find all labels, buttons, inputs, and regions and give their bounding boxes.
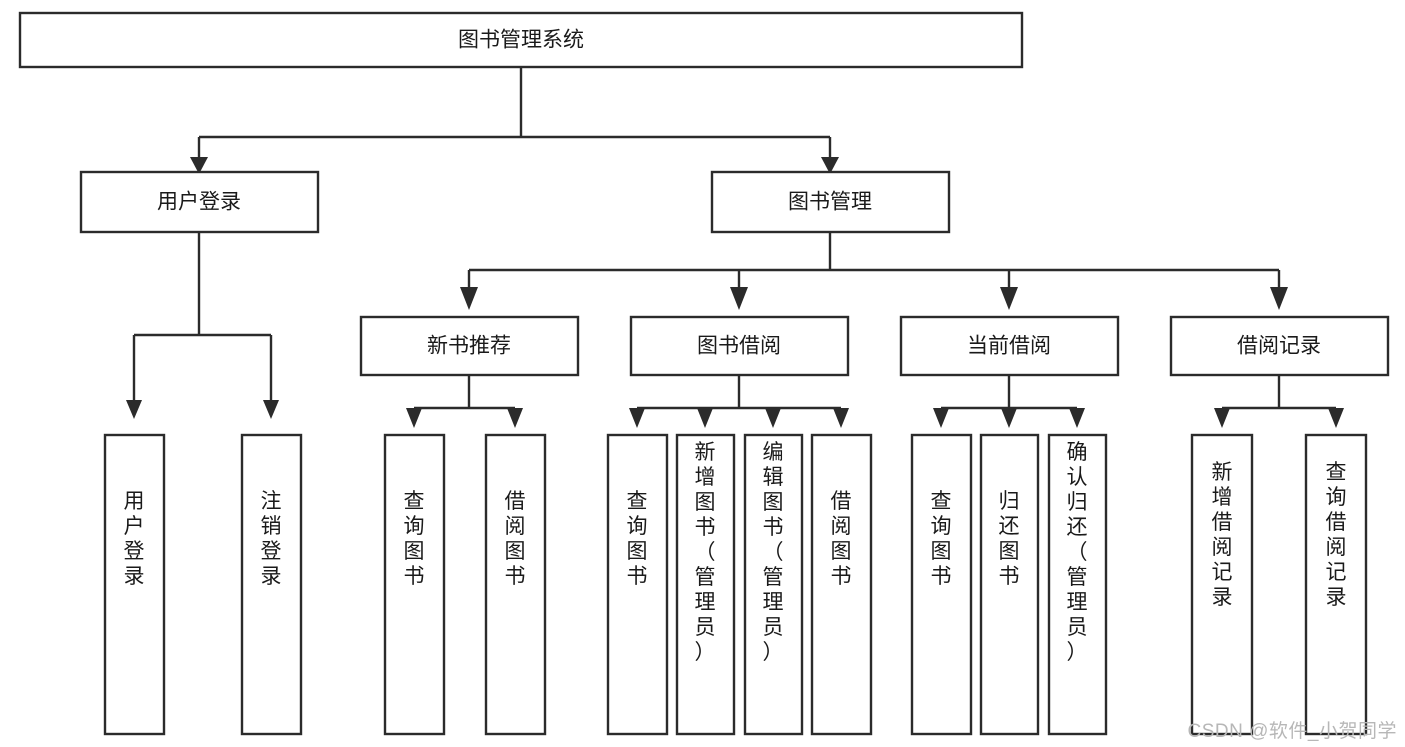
node-leaf-add-borrow-record-label: 新增借阅记录 [1212,461,1233,609]
node-leaf-query-borrow-record-box[interactable] [1304,433,1368,736]
node-current-borrow[interactable]: 当前借阅 [899,315,1120,377]
node-leaf-add-borrow-record-box[interactable] [1190,433,1254,736]
arrow-record-leaf-1-icon [1214,408,1230,428]
node-borrow-record-label: 借阅记录 [1237,335,1321,358]
node-book-borrow-box[interactable] [629,315,850,377]
node-leaf-return-book[interactable]: 归还图书 [979,433,1040,736]
node-book-management-box[interactable] [710,170,951,234]
arrow-current-leaf-2-icon [1001,408,1017,428]
node-root-label: 图书管理系统 [458,29,584,52]
arrow-book-to-newbook-icon [460,287,478,310]
node-leaf-logout[interactable]: 注销登录 [240,433,303,736]
node-leaf-edit-book-admin-label: 编辑图书（管理员） [763,441,784,664]
node-leaf-add-borrow-record[interactable]: 新增借阅记录 [1190,433,1254,736]
node-leaf-query-book-1-box[interactable] [383,433,446,736]
arrow-root-to-user-icon [190,157,208,174]
arrow-newbook-leaf-2-icon [507,408,523,428]
node-leaf-confirm-return-admin[interactable]: 确认归还（管理员） [1047,433,1108,736]
node-root[interactable]: 图书管理系统 [18,11,1024,69]
node-leaf-add-book-admin-label: 新增图书（管理员） [695,441,716,664]
node-leaf-edit-book-admin[interactable]: 编辑图书（管理员） [743,433,804,736]
arrow-borrow-leaf-3-icon [765,408,781,428]
node-leaf-borrow-book-2-box[interactable] [810,433,873,736]
node-leaf-user-login-label: 用户登录 [124,490,145,588]
node-leaf-return-book-label: 归还图书 [999,490,1020,588]
node-user-login-label: 用户登录 [157,191,241,214]
node-leaf-query-borrow-record-label: 查询借阅记录 [1326,461,1347,609]
node-leaf-borrow-book-2[interactable]: 借阅图书 [810,433,873,736]
node-leaf-query-book-3-box[interactable] [910,433,973,736]
node-leaf-query-book-1[interactable]: 查询图书 [383,433,446,736]
node-leaf-query-book-3-label: 查询图书 [931,490,952,588]
node-leaf-borrow-book-1[interactable]: 借阅图书 [484,433,547,736]
arrow-root-to-book-icon [821,157,839,174]
arrow-user-leaf-1-icon [126,400,142,419]
arrow-borrow-leaf-1-icon [629,408,645,428]
node-leaf-query-book-2-box[interactable] [606,433,669,736]
node-leaf-borrow-book-1-label: 借阅图书 [505,490,526,588]
node-leaf-confirm-return-admin-label: 确认归还（管理员） [1067,441,1088,664]
arrow-book-to-current-icon [1000,287,1018,310]
node-leaf-borrow-book-1-box[interactable] [484,433,547,736]
arrow-record-leaf-2-icon [1328,408,1344,428]
node-leaf-logout-label: 注销登录 [261,490,282,588]
node-current-borrow-label: 当前借阅 [967,335,1051,358]
node-leaf-return-book-box[interactable] [979,433,1040,736]
node-leaf-query-borrow-record[interactable]: 查询借阅记录 [1304,433,1368,736]
node-borrow-record[interactable]: 借阅记录 [1169,315,1390,377]
arrow-current-leaf-1-icon [933,408,949,428]
node-book-management[interactable]: 图书管理 [710,170,951,234]
node-user-login[interactable]: 用户登录 [79,170,320,234]
node-book-management-label: 图书管理 [788,191,872,214]
node-borrow-record-box[interactable] [1169,315,1390,377]
node-leaf-borrow-book-2-label: 借阅图书 [831,490,852,588]
node-leaf-query-book-2-label: 查询图书 [627,490,648,588]
node-leaf-edit-book-admin-box[interactable] [743,433,804,736]
arrow-book-to-record-icon [1270,287,1288,310]
node-new-book-recommend-box[interactable] [359,315,580,377]
node-new-book-recommend[interactable]: 新书推荐 [359,315,580,377]
arrow-current-leaf-3-icon [1069,408,1085,428]
node-leaf-user-login-box[interactable] [103,433,166,736]
arrow-borrow-leaf-2-icon [697,408,713,428]
node-leaf-query-book-3[interactable]: 查询图书 [910,433,973,736]
node-leaf-query-book-2[interactable]: 查询图书 [606,433,669,736]
arrow-book-to-borrow-icon [730,287,748,310]
arrow-borrow-leaf-4-icon [833,408,849,428]
node-user-login-box[interactable] [79,170,320,234]
node-leaf-add-book-admin[interactable]: 新增图书（管理员） [675,433,736,736]
node-new-book-recommend-label: 新书推荐 [427,335,511,358]
node-leaf-confirm-return-admin-box[interactable] [1047,433,1108,736]
node-book-borrow-label: 图书借阅 [697,335,781,358]
connectors-layer [126,67,1344,428]
node-leaf-query-book-1-label: 查询图书 [404,490,425,588]
node-book-borrow[interactable]: 图书借阅 [629,315,850,377]
node-leaf-add-book-admin-box[interactable] [675,433,736,736]
arrow-newbook-leaf-1-icon [406,408,422,428]
node-root-box[interactable] [18,11,1024,69]
arrow-user-leaf-2-icon [263,400,279,419]
node-leaf-logout-box[interactable] [240,433,303,736]
node-current-borrow-box[interactable] [899,315,1120,377]
node-leaf-user-login[interactable]: 用户登录 [103,433,166,736]
